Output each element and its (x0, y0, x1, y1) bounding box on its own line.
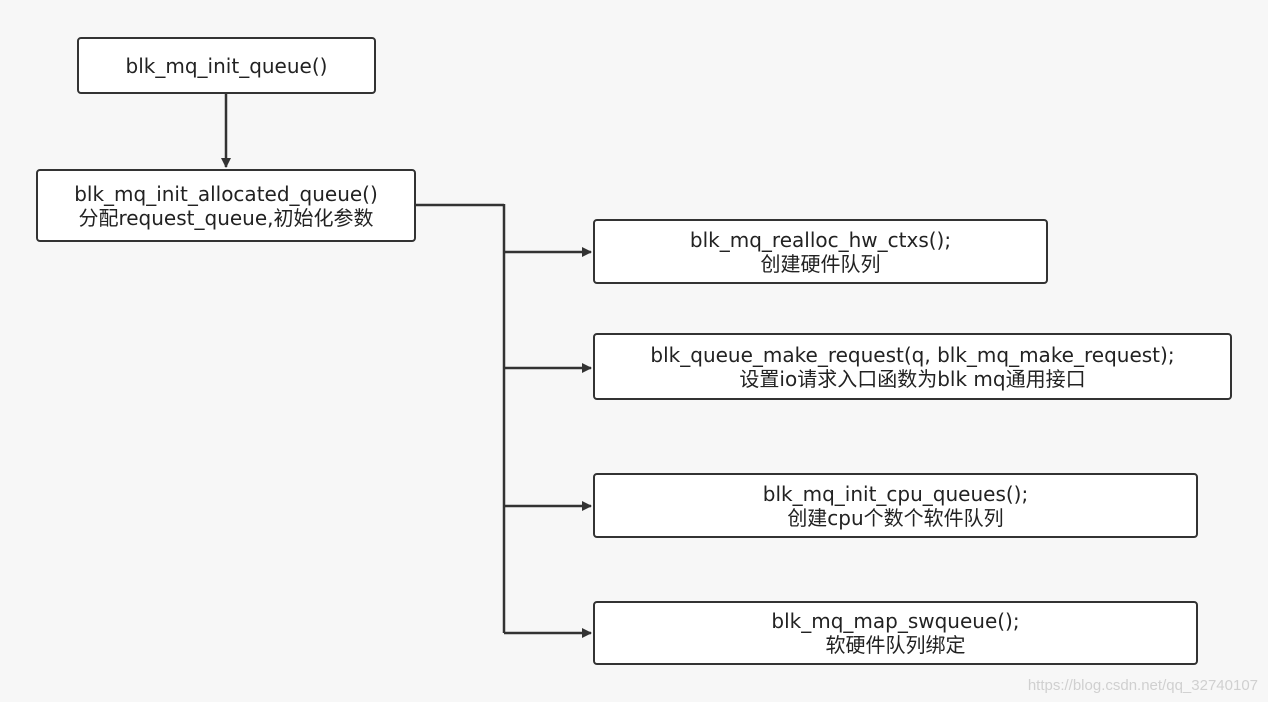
node-label: blk_mq_init_queue() (125, 53, 328, 78)
node-description: 设置io请求入口函数为blk mq通用接口 (739, 366, 1086, 391)
watermark: https://blog.csdn.net/qq_32740107 (1027, 677, 1258, 694)
node-blk-mq-init-cpu-queues: blk_mq_init_cpu_queues(); 创建cpu个数个软件队列 (593, 473, 1198, 538)
node-blk-mq-init-allocated-queue: blk_mq_init_allocated_queue() 分配request_… (36, 169, 416, 242)
node-label: blk_mq_init_cpu_queues(); (762, 481, 1029, 506)
node-blk-mq-realloc-hw-ctxs: blk_mq_realloc_hw_ctxs(); 创建硬件队列 (593, 219, 1048, 284)
node-label: blk_mq_realloc_hw_ctxs(); (689, 227, 952, 252)
node-description: 创建cpu个数个软件队列 (787, 505, 1004, 530)
node-blk-mq-init-queue: blk_mq_init_queue() (77, 37, 376, 94)
node-label: blk_mq_map_swqueue(); (771, 609, 1020, 633)
node-description: 创建硬件队列 (760, 251, 881, 276)
node-label: blk_queue_make_request(q, blk_mq_make_re… (650, 342, 1175, 367)
node-description: 软硬件队列绑定 (825, 633, 966, 657)
node-blk-queue-make-request: blk_queue_make_request(q, blk_mq_make_re… (593, 333, 1232, 400)
node-label: blk_mq_init_allocated_queue() (74, 181, 378, 206)
node-blk-mq-map-swqueue: blk_mq_map_swqueue(); 软硬件队列绑定 (593, 601, 1198, 665)
node-description: 分配request_queue,初始化参数 (78, 205, 374, 230)
